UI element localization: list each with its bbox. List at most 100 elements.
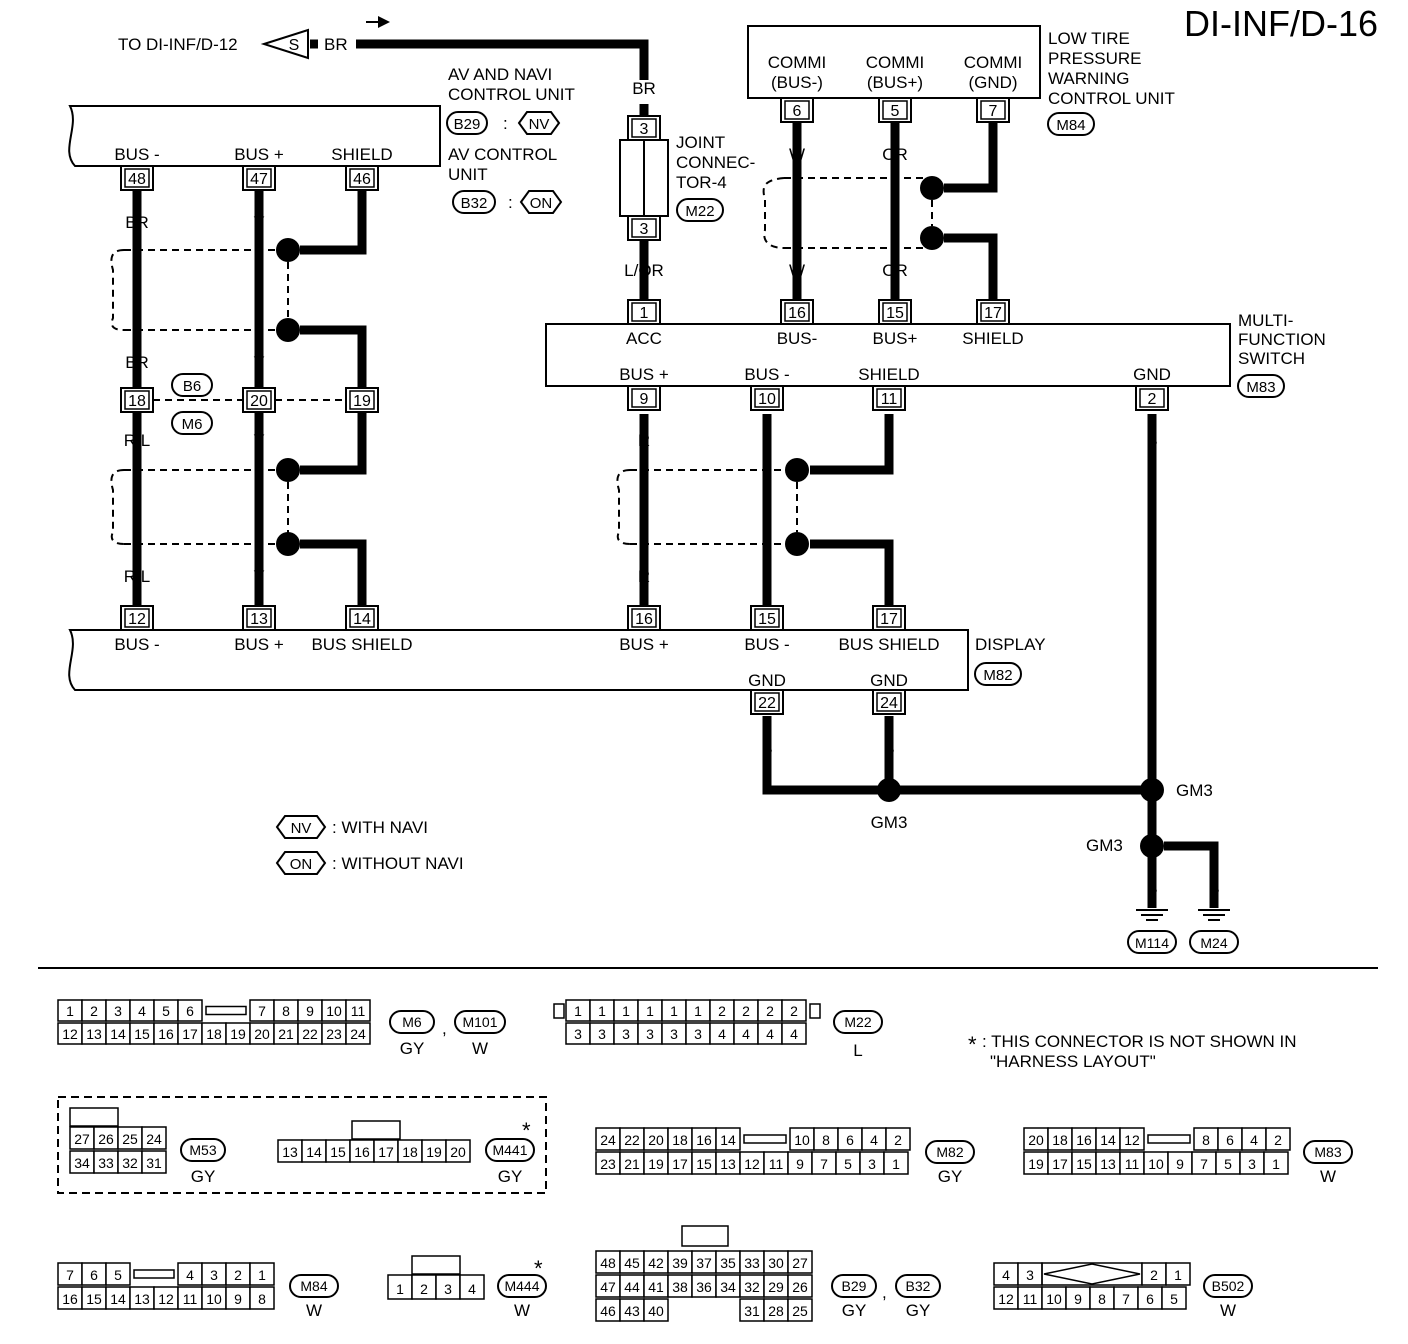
low-tire-line4: CONTROL UNIT: [1048, 89, 1175, 108]
conn-b29-pin: 46: [600, 1303, 616, 1319]
conn-m444-pin: 2: [420, 1281, 428, 1297]
conn-b29-cell: [787, 1274, 813, 1298]
page-title: DI-INF/D-16: [1184, 3, 1378, 44]
pin-disp-24-inner: [876, 692, 902, 712]
low-tire-code: M84: [1056, 117, 1085, 134]
to-ref-arrow-flag: [260, 28, 309, 60]
conn-b29-cell: [787, 1298, 813, 1322]
conn-m22-cell: [781, 999, 807, 1022]
conn-m84-pin: 5: [114, 1267, 122, 1283]
av-control-tag: ON: [530, 195, 553, 212]
conn-m444-code: M444: [504, 1278, 539, 1294]
wire-gnd-shield: [944, 120, 998, 193]
conn-b502-pin: 7: [1122, 1291, 1130, 1307]
conn-m84-pin: 12: [158, 1291, 174, 1307]
to-ref-wire: BR: [324, 35, 348, 54]
wire-label-l-2: L: [762, 567, 771, 586]
conn-m84-pin: 10: [206, 1291, 222, 1307]
av-bus-plus-label: BUS +: [234, 145, 284, 164]
av-control-oval: [452, 190, 496, 214]
legend-nv-hex: [275, 815, 327, 839]
conn-m22-tab: [809, 1003, 821, 1019]
splice-8: [785, 532, 809, 556]
pin-mfs-17: 17: [984, 305, 1002, 322]
conn-b29-pin: 43: [624, 1303, 640, 1319]
conn-m22-pin: 3: [694, 1026, 702, 1042]
splice-3: [276, 458, 300, 482]
conn-b29-pin: 31: [744, 1303, 760, 1319]
ground-m24-oval: [1189, 930, 1239, 954]
conn-b29-pin: 28: [768, 1303, 784, 1319]
av-navi-code: B29: [454, 116, 481, 133]
conn-m53-pin: 32: [122, 1155, 138, 1171]
wire-label-or-1: OR: [882, 145, 908, 164]
wire-label-l-1: L: [762, 431, 771, 450]
conn-m22-pin: 3: [622, 1026, 630, 1042]
pin-commi-7: 7: [989, 103, 998, 120]
conn-m22-pin: 1: [670, 1003, 678, 1019]
conn-m84-color: W: [306, 1301, 322, 1320]
conn-m6-pin: 20: [254, 1026, 270, 1042]
pin-19-inner: [349, 390, 375, 410]
conn-m22-pin: 3: [646, 1026, 654, 1042]
av-navi-colon: :: [503, 114, 508, 133]
conn-m6-pin: 12: [62, 1026, 78, 1042]
conn-m444-star: *: [534, 1256, 543, 1281]
pin-joint-3a-inner: [631, 118, 657, 138]
conn-m444-pin: 4: [468, 1281, 476, 1297]
conn-m22-pin: 4: [742, 1026, 750, 1042]
conn-m83-cell: [1263, 1151, 1289, 1175]
conn-m22-pin: 3: [670, 1026, 678, 1042]
conn-b29-pin: 38: [672, 1279, 688, 1295]
conn-m441-code: M441: [492, 1142, 527, 1158]
wire-label-w-1: W: [789, 145, 805, 164]
shield-cap-4: [616, 469, 631, 545]
pin-mfs-10-inner: [754, 388, 780, 408]
splice-5: [920, 176, 944, 200]
conn-m101-color: W: [472, 1039, 488, 1058]
pin-12: 12: [128, 611, 146, 628]
conn-m22-pin: 1: [598, 1003, 606, 1019]
mfs-shield-top: SHIELD: [962, 329, 1023, 348]
ground-gm3-1: GM3: [871, 813, 908, 832]
pin-disp-22: 22: [758, 695, 776, 712]
pin-20: 20: [250, 393, 268, 410]
joint-code: M22: [685, 203, 714, 220]
note-star: *: [968, 1032, 977, 1057]
conn-m82-pin: 11: [769, 1156, 784, 1172]
wire-shield-14: [300, 539, 367, 606]
conn-m82-pin: 3: [868, 1156, 876, 1172]
conn-m82-pin: 19: [648, 1156, 664, 1172]
group-frame: [57, 1096, 547, 1194]
conn-b29-code: B29: [842, 1278, 867, 1294]
conn-m444-cell: [435, 1274, 461, 1300]
conn-m441-pin: 18: [402, 1144, 418, 1160]
pin-12-inner: [124, 608, 150, 628]
pin-commi-6-inner: [784, 100, 810, 120]
conn-b32-code: B32: [906, 1278, 931, 1294]
conn-m441-cell: [445, 1139, 471, 1163]
splice-4: [276, 532, 300, 556]
conn-m84-pin: 9: [234, 1291, 242, 1307]
conn-m444-pin: 1: [396, 1281, 404, 1297]
conn-m82-pin: 17: [672, 1156, 688, 1172]
av-control-line2: UNIT: [448, 165, 488, 184]
conn-m82-pin: 18: [672, 1132, 688, 1148]
conn-m82-pin: 1: [892, 1156, 900, 1172]
low-tire-oval: [1047, 112, 1095, 136]
conn-b29-cell: [787, 1250, 813, 1274]
commi-bm-2: (BUS-): [771, 73, 823, 92]
conn-m444-color: W: [514, 1301, 530, 1320]
ground-m114-oval: [1127, 930, 1177, 954]
inline-m6-oval: [171, 411, 213, 435]
mfs-line1: MULTI-: [1238, 311, 1293, 330]
mfs-bus-minus: BUS -: [744, 365, 789, 384]
mfs-bus-minus-top: BUS-: [777, 329, 818, 348]
conn-m84-latch: [133, 1269, 175, 1279]
conn-b29-pin: 48: [600, 1255, 616, 1271]
conn-b29-pin: 27: [792, 1255, 808, 1271]
conn-m82-pin: 9: [796, 1156, 804, 1172]
conn-m83-pin: 20: [1028, 1132, 1044, 1148]
conn-m83-pin: 16: [1076, 1132, 1092, 1148]
pin-mfs-2-inner: [1139, 388, 1165, 408]
